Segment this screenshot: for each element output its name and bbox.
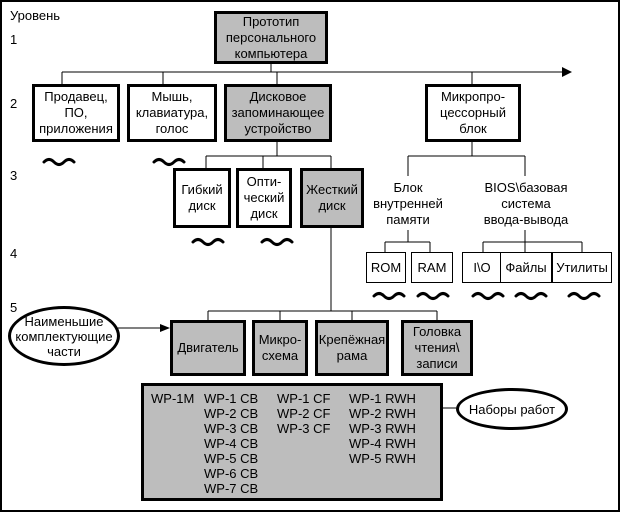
node-line: компьютера (234, 45, 308, 61)
node-line: клавиатура, (135, 105, 209, 120)
node-line: Опти- (246, 174, 282, 189)
wp-column-rwh: WP-1 RWH WP-2 RWH WP-3 RWH WP-4 RWH WP-5… (349, 391, 416, 466)
node-line: ческий (243, 190, 285, 205)
node-mounting-frame: Крепёжная рама (315, 320, 389, 376)
wp-column-cb: WP-1 CB WP-2 CB WP-3 CB WP-4 CB WP-5 CB … (204, 391, 258, 496)
work-package: WP-1M (151, 391, 195, 406)
node-rom: ROM (366, 252, 406, 283)
callout-work-packages: Наборы работ (456, 388, 568, 430)
work-package: WP-1 CB (204, 391, 259, 406)
node-line: блок (459, 121, 487, 136)
work-package: WP-3 RWH (349, 421, 416, 436)
node-mouse-keyboard: Мышь, клавиатура, голос (127, 84, 217, 142)
node-io: I\O (462, 252, 502, 283)
node-line: RAM (417, 259, 447, 275)
node-line: Прототип (242, 13, 300, 29)
callout-line: Наборы работ (468, 401, 556, 417)
node-line: диск (250, 206, 278, 221)
callout-smallest-parts: Наименьшие комплектующие части (8, 306, 120, 366)
node-line: Утилиты (556, 259, 608, 275)
node-microchip: Микро- схема (252, 320, 308, 376)
node-line: устройство (244, 121, 312, 136)
node-pc-prototype: Прототип персонального компьютера (214, 11, 328, 64)
work-package: WP-5 CB (204, 451, 259, 466)
node-engine: Двигатель (170, 320, 246, 376)
callout-line: части (47, 343, 81, 359)
node-line: Жесткий (306, 182, 358, 197)
node-line: приложения (39, 121, 113, 136)
work-package: WP-1 CF (277, 391, 331, 406)
level-5-label: 5 (10, 300, 18, 315)
node-seller-software: Продавец, ПО, приложения (32, 84, 120, 142)
node-line: Крепёжная (318, 332, 386, 347)
node-line: внутренней (373, 196, 443, 211)
node-line: ввода-вывода (483, 212, 569, 227)
callout-line: Наименьшие (24, 313, 104, 329)
node-bios: BIOS\базовая система ввода-вывода (470, 180, 582, 228)
work-packages-box: WP-1M WP-1 CB WP-2 CB WP-3 CB WP-4 CB WP… (141, 383, 443, 501)
node-line: Гибкий (181, 182, 223, 197)
work-package: WP-5 RWH (349, 451, 416, 466)
node-optical-disk: Опти- ческий диск (236, 168, 292, 228)
node-read-write-head: Головка чтения\ записи (401, 320, 473, 376)
wp-column-m: WP-1M (151, 391, 194, 406)
node-line: Файлы (505, 259, 547, 275)
node-line: Продавец, (44, 89, 108, 104)
level-4-label: 4 (10, 246, 18, 261)
node-line: памяти (386, 212, 430, 227)
node-ram: RAM (411, 252, 453, 283)
node-disk-storage: Дисковое запоминающее устройство (224, 84, 332, 142)
work-package: WP-2 RWH (349, 406, 416, 421)
node-line: Микро- (258, 332, 302, 347)
node-line: схема (261, 348, 299, 363)
node-line: диск (318, 198, 346, 213)
node-line: запоминающее (231, 105, 325, 120)
node-line: Блок (393, 180, 423, 195)
node-files: Файлы (500, 252, 552, 283)
node-line: Дисковое (249, 89, 307, 104)
work-package: WP-3 CF (277, 421, 331, 436)
node-hard-disk: Жесткий диск (300, 168, 364, 228)
node-line: ПО, (64, 105, 88, 120)
node-line: голос (155, 121, 189, 136)
work-package: WP-1 RWH (349, 391, 416, 406)
level-2-label: 2 (10, 96, 18, 111)
work-package: WP-4 CB (204, 436, 259, 451)
node-line: диск (188, 198, 216, 213)
node-line: Двигатель (177, 340, 239, 355)
node-floppy-disk: Гибкий диск (173, 168, 231, 228)
node-line: цессорный (440, 105, 506, 120)
node-internal-memory: Блок внутренней памяти (372, 180, 444, 228)
level-3-label: 3 (10, 168, 18, 183)
work-package: WP-2 CB (204, 406, 259, 421)
node-line: Микропро- (440, 89, 506, 104)
work-package: WP-6 CB (204, 466, 259, 481)
node-line: Головка (412, 324, 462, 339)
work-package: WP-7 CB (204, 481, 259, 496)
wp-column-cf: WP-1 CF WP-2 CF WP-3 CF (277, 391, 330, 436)
work-package: WP-4 RWH (349, 436, 416, 451)
level-1-label: 1 (10, 32, 18, 47)
work-package: WP-2 CF (277, 406, 331, 421)
node-line: система (501, 196, 551, 211)
node-line: Мышь, (151, 89, 193, 104)
callout-line: комплектующие (15, 328, 113, 344)
level-header: Уровень (10, 8, 61, 23)
node-line: рама (336, 348, 368, 363)
node-utilities: Утилиты (552, 252, 612, 283)
node-line: персонального (225, 29, 317, 45)
node-line: ROM (370, 259, 402, 275)
node-line: I\O (473, 259, 491, 275)
node-line: записи (416, 356, 458, 371)
node-line: чтения\ (414, 340, 460, 355)
node-line: BIOS\базовая (484, 180, 568, 195)
work-package: WP-3 CB (204, 421, 259, 436)
node-microprocessor: Микропро- цессорный блок (425, 84, 521, 142)
